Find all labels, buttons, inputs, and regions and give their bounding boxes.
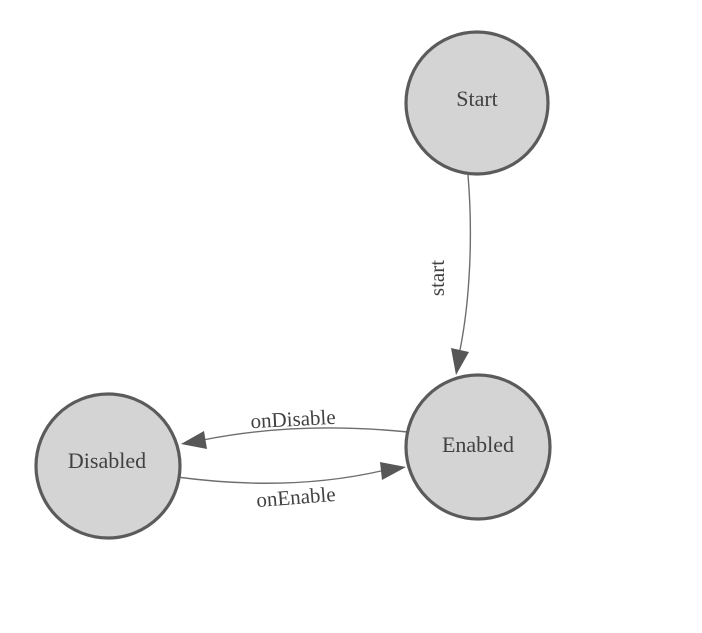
state-node-disabled-label: Disabled xyxy=(68,448,146,473)
state-node-disabled-circle xyxy=(34,392,182,540)
edge-enabled-to-disabled: onDisable xyxy=(181,405,409,449)
edge-line-start-to-enabled xyxy=(459,174,472,351)
state-node-start-label: Start xyxy=(456,86,498,111)
state-node-disabled: Disabled xyxy=(34,392,182,540)
edge-label-on-disable: onDisable xyxy=(250,405,336,433)
state-node-enabled-label: Enabled xyxy=(442,432,514,457)
edge-label-on-enable: onEnable xyxy=(255,482,336,512)
arrowhead-enabled-to-disabled xyxy=(181,431,207,449)
edge-disabled-to-enabled: onEnable xyxy=(176,462,406,512)
arrowhead-start-to-enabled xyxy=(451,348,469,375)
edge-line-disabled-to-enabled xyxy=(176,470,382,484)
state-node-enabled: Enabled xyxy=(404,373,552,521)
edge-label-start: start xyxy=(425,260,449,296)
state-node-start: Start xyxy=(404,30,550,176)
state-node-enabled-circle xyxy=(404,373,552,521)
edge-line-enabled-to-disabled xyxy=(202,427,409,441)
edge-start-to-enabled: start xyxy=(425,174,472,375)
arrowhead-disabled-to-enabled xyxy=(380,462,406,480)
state-node-start-circle xyxy=(404,30,550,176)
